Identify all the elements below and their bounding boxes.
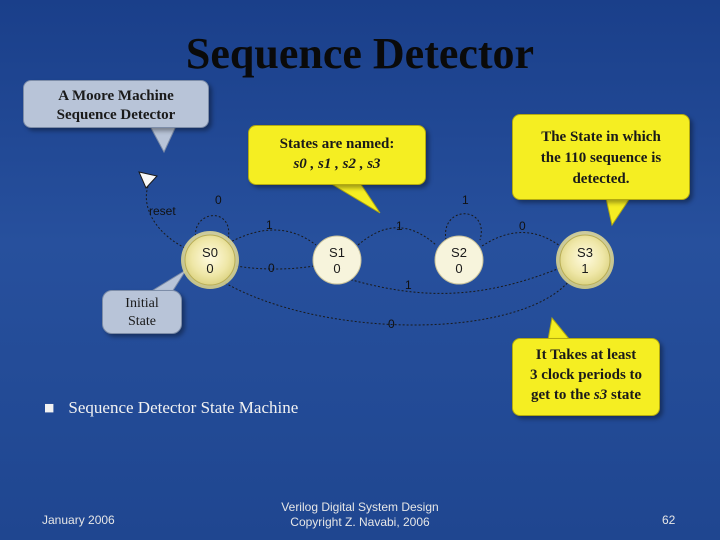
clock-line-3a: get to the	[531, 387, 594, 403]
moore-machine-callout: A Moore Machine Sequence Detector	[23, 80, 209, 128]
detected-line-2: the 110 sequence is	[540, 150, 662, 166]
clock-line-3c: state	[607, 387, 641, 403]
square-bullet-icon: ■	[44, 401, 55, 414]
slide-title: Sequence Detector	[185, 29, 535, 78]
s0-s1-label: 1	[266, 218, 273, 232]
clock-line-2: 3 clock periods to	[529, 367, 643, 383]
detected-line-3: detected.	[572, 171, 630, 187]
s2-self-label: 1	[462, 193, 469, 207]
clock-line-1: It Takes at least	[535, 347, 637, 363]
clock-line-3: get to the s3 state	[513, 385, 659, 405]
s2-s3-label: 0	[519, 219, 526, 233]
initial-line-2: State	[128, 314, 156, 329]
state-s3-name: S3	[577, 245, 593, 260]
clock-periods-callout: It Takes at least 3 clock periods to get…	[512, 338, 660, 416]
moore-line-2: Sequence Detector	[56, 107, 176, 123]
states-named-line-1: States are named:	[279, 136, 395, 152]
s1-s2-label: 1	[396, 219, 403, 233]
s3-to-s1-edge	[344, 267, 561, 294]
state-s1-name: S1	[329, 245, 345, 260]
page-number: 62	[662, 513, 676, 527]
state-s2: S2 0	[434, 235, 484, 285]
states-named-callout: States are named: s0 , s1 , s2 , s3	[248, 125, 426, 185]
bullet-item: ■ Sequence Detector State Machine	[44, 398, 298, 418]
footer-center-line-2: Copyright Z. Navabi, 2006	[290, 515, 430, 529]
footer-copyright: Verilog Digital System Design Copyright …	[270, 500, 450, 530]
footer-center-line-1: Verilog Digital System Design	[281, 500, 439, 514]
initial-callout-tail	[148, 269, 187, 293]
state-s1: S1 0	[312, 235, 362, 285]
states-named-line-2: s0 , s1 , s2 , s3	[293, 156, 381, 172]
clock-callout-tail	[547, 316, 572, 341]
state-s0-output: 0	[206, 261, 213, 276]
s3-s0-label: 0	[388, 317, 395, 331]
s2-to-s3-edge	[481, 232, 561, 247]
states-callout-tail	[328, 182, 381, 214]
moore-callout-tail	[149, 125, 177, 154]
s0-self-label: 0	[215, 193, 222, 207]
s0-self-loop	[195, 215, 230, 241]
s1-to-s0-edge	[235, 265, 315, 270]
state-s3: S3 1	[556, 231, 614, 289]
s2-self-loop	[445, 213, 482, 241]
reset-arrowhead	[138, 171, 158, 189]
reset-label: reset	[149, 204, 176, 218]
s0-to-s1-edge	[224, 229, 317, 246]
footer-date: January 2006	[42, 513, 115, 527]
reset-arrow	[145, 181, 186, 249]
s3-to-s0-edge	[219, 279, 571, 326]
s1-to-s2-edge	[357, 227, 437, 246]
clock-line-3b: s3	[593, 387, 608, 403]
state-s0: S0 0	[181, 231, 239, 289]
moore-line-1: A Moore Machine	[58, 88, 174, 104]
s1-s0-label: 0	[268, 261, 275, 275]
state-s2-name: S2	[451, 245, 467, 260]
state-s0-name: S0	[202, 245, 218, 260]
initial-state-callout: Initial State	[102, 290, 182, 334]
detected-state-callout: The State in which the 110 sequence is d…	[512, 114, 690, 200]
detected-line-1: The State in which	[541, 129, 661, 145]
state-s1-output: 0	[333, 261, 340, 276]
bullet-text: Sequence Detector State Machine	[68, 398, 299, 417]
state-s3-output: 1	[581, 261, 588, 276]
initial-line-1: Initial	[125, 296, 159, 311]
state-s2-output: 0	[455, 261, 462, 276]
detected-callout-tail	[605, 197, 631, 227]
s3-s1-label: 1	[405, 278, 412, 292]
